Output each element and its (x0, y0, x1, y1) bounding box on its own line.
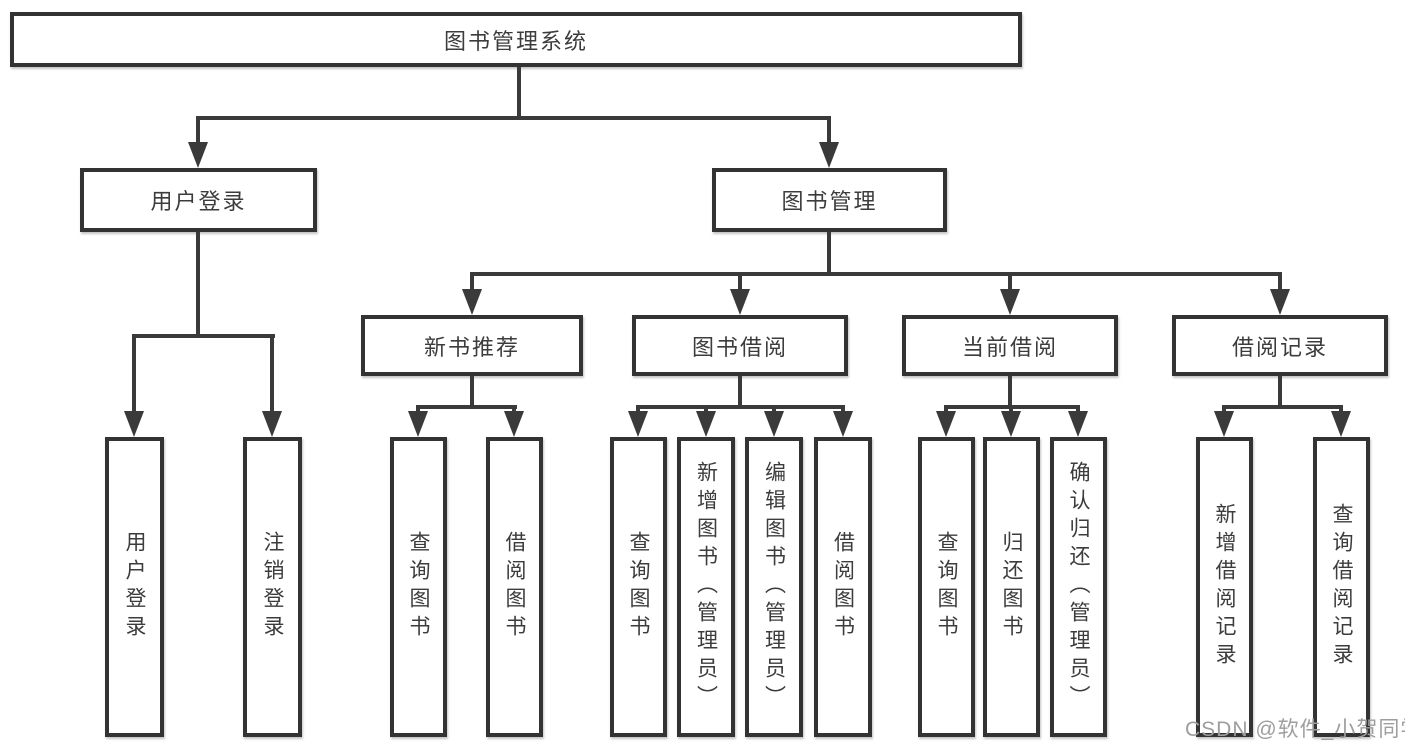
connector-line (772, 405, 776, 413)
connector-line (196, 232, 200, 338)
connector-line (738, 376, 742, 408)
connector-line (470, 272, 474, 291)
connector-line (1076, 405, 1080, 413)
arrow-down-icon (730, 289, 750, 315)
connector-line (827, 116, 831, 146)
arrow-down-icon (124, 411, 144, 437)
leaf-borrowing-borrow-books: 借阅图书 (814, 437, 872, 737)
connector-line (827, 232, 831, 274)
leaf-records-add-borrow-record: 新增借阅记录 (1196, 437, 1253, 737)
connector-line (841, 405, 845, 413)
connector-line (1008, 376, 1012, 408)
connector-line (132, 334, 275, 338)
arrow-down-icon (408, 411, 428, 437)
connector-line (1009, 405, 1013, 413)
arrow-down-icon (262, 411, 282, 437)
connector-line (738, 272, 742, 291)
connector-line (1222, 405, 1343, 409)
leaf-borrowing-query-books: 查询图书 (610, 437, 667, 737)
connector-line (270, 334, 274, 413)
arrow-down-icon (1001, 411, 1021, 437)
leaf-current-query-books: 查询图书 (918, 437, 975, 737)
arrow-down-icon (504, 411, 524, 437)
node-library-management-system: 图书管理系统 (10, 12, 1022, 67)
connector-line (704, 405, 708, 413)
arrow-down-icon (764, 411, 784, 437)
connector-line (1008, 272, 1012, 291)
arrow-down-icon (833, 411, 853, 437)
arrow-down-icon (1331, 411, 1351, 437)
connector-line (470, 272, 1282, 276)
connector-line (1222, 405, 1226, 413)
connector-line (512, 405, 516, 413)
connector-line (132, 334, 136, 413)
connector-line (517, 67, 521, 120)
connector-line (1278, 376, 1282, 408)
node-new-book-recommendation: 新书推荐 (361, 315, 583, 376)
leaf-borrowing-edit-books-admin: 编辑图书（管理员） (745, 437, 803, 737)
leaf-borrowing-add-books-admin: 新增图书（管理员） (677, 437, 735, 737)
arrow-down-icon (1270, 289, 1290, 315)
node-current-borrowing: 当前借阅 (902, 315, 1118, 376)
leaf-records-query-borrow-record: 查询借阅记录 (1313, 437, 1370, 737)
connector-line (1278, 272, 1282, 291)
node-borrowing-records: 借阅记录 (1172, 315, 1388, 376)
leaf-logout-login: 注销登录 (243, 437, 302, 737)
csdn-watermark: CSDN @软件_小贺同学 (1185, 718, 1405, 741)
connector-line (196, 116, 200, 146)
arrow-down-icon (1068, 411, 1088, 437)
arrow-down-icon (696, 411, 716, 437)
connector-line (944, 405, 948, 413)
node-user-login: 用户登录 (80, 168, 317, 232)
arrow-down-icon (936, 411, 956, 437)
connector-line (416, 405, 420, 413)
leaf-user-login: 用户登录 (105, 437, 164, 737)
leaf-current-confirm-return-admin: 确认归还（管理员） (1050, 437, 1107, 737)
connector-line (636, 405, 640, 413)
node-book-borrowing: 图书借阅 (632, 315, 848, 376)
connector-line (196, 116, 831, 120)
arrow-down-icon (188, 142, 208, 168)
arrow-down-icon (1214, 411, 1234, 437)
connector-line (470, 376, 474, 408)
arrow-down-icon (628, 411, 648, 437)
leaf-current-return-books: 归还图书 (983, 437, 1040, 737)
connector-line (1339, 405, 1343, 413)
arrow-down-icon (462, 289, 482, 315)
leaf-newbook-borrow-books: 借阅图书 (486, 437, 543, 737)
arrow-down-icon (819, 142, 839, 168)
node-book-management: 图书管理 (712, 168, 947, 232)
leaf-newbook-query-books: 查询图书 (390, 437, 447, 737)
arrow-down-icon (1000, 289, 1020, 315)
connector-line (416, 405, 517, 409)
connector-line (636, 405, 844, 409)
